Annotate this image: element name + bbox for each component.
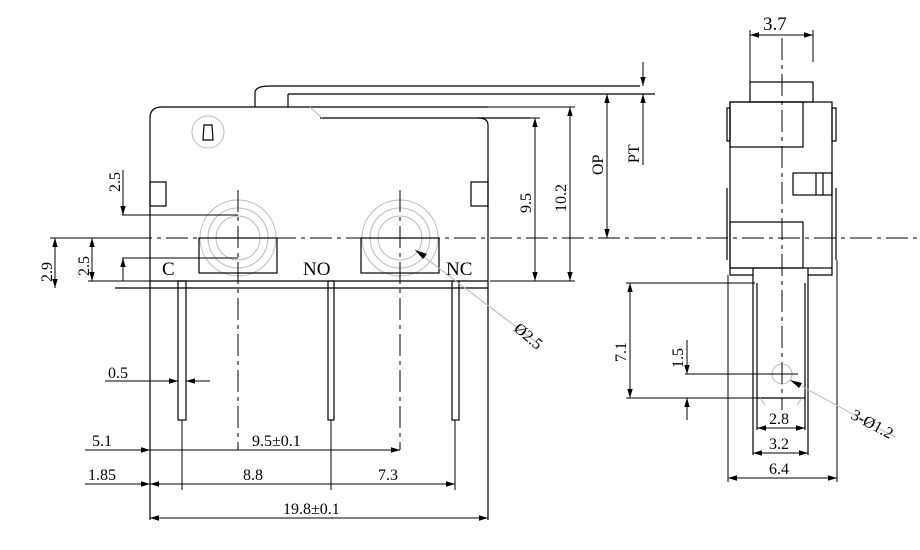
dim-19-8-tol: 19.8±0.1 (283, 501, 340, 518)
dim-pin-holes: 3-Ø1.2 (848, 407, 896, 443)
terminal-c-label: C (162, 259, 175, 280)
terminal-nc-label: NC (446, 259, 472, 280)
dim-side-1-5: 1.5 (670, 348, 687, 368)
dim-side-3-7: 3.7 (763, 14, 787, 35)
dim-side-7-1: 7.1 (613, 342, 630, 362)
side-view (626, 30, 896, 482)
dim-pt: PT (626, 144, 643, 163)
dim-left-2-5: 2.5 (76, 256, 93, 276)
front-view-labels: C NO NC 2.5 2.9 2.5 0.5 5.1 9.5±0.1 1.85… (39, 144, 643, 518)
side-view-labels: 3.7 7.1 1.5 2.8 3.2 6.4 3-Ø1.2 (613, 14, 896, 478)
dim-height-10-2: 10.2 (553, 184, 570, 212)
dim-7-3: 7.3 (378, 467, 398, 484)
dim-side-3-2: 3.2 (769, 436, 789, 453)
dim-top-2-5: 2.5 (107, 172, 124, 192)
dim-side-6-4: 6.4 (769, 461, 789, 478)
dim-1-85: 1.85 (88, 467, 116, 484)
dim-op: OP (590, 154, 607, 175)
dim-left-2-9: 2.9 (39, 262, 56, 282)
dim-hole-diameter: Ø2.5 (510, 320, 545, 353)
dim-9-5-tol: 9.5±0.1 (252, 433, 301, 450)
front-view (50, 62, 920, 521)
terminal-no-label: NO (303, 259, 330, 280)
dim-5-1: 5.1 (92, 433, 112, 450)
dim-8-8: 8.8 (243, 467, 263, 484)
dim-side-2-8: 2.8 (769, 411, 789, 428)
dim-pin-0-5: 0.5 (108, 365, 128, 382)
dim-height-9-5: 9.5 (518, 193, 535, 213)
